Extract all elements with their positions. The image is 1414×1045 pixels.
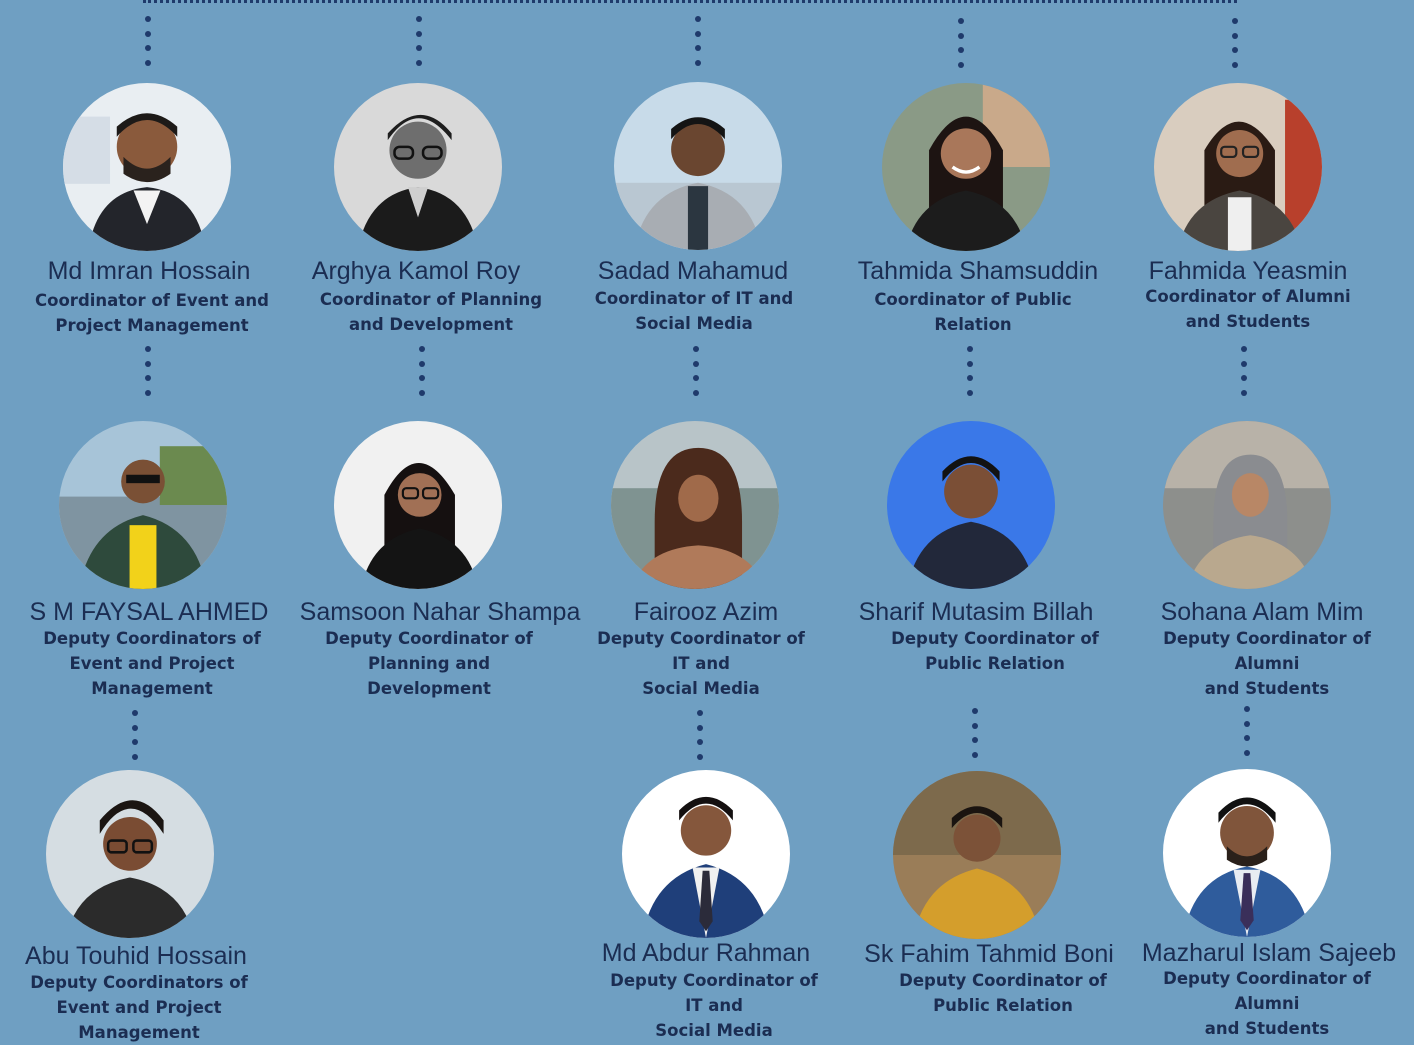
- member-name: Sk Fahim Tahmid Boni: [864, 940, 1114, 968]
- member-role: Coordinator of IT and Social Media: [594, 289, 794, 333]
- member-role: Deputy Coordinator of Alumni and Student…: [1163, 969, 1371, 1038]
- member-name: Sadad Mahamud: [597, 257, 789, 285]
- member-role: Deputy Coordinator of Public Relation: [899, 971, 1107, 1015]
- member-role: Deputy Coordinators of Event and Project…: [43, 629, 261, 698]
- member-photo: [614, 82, 782, 250]
- member-role: Deputy Coordinator of IT and Social Medi…: [610, 971, 818, 1040]
- connector-dots: [696, 710, 704, 760]
- member-role: Coordinator of Planning and Development: [319, 290, 543, 334]
- member-photo: [334, 83, 502, 251]
- member-role: Deputy Coordinator of Planning and Devel…: [325, 629, 533, 698]
- connector-dots: [131, 710, 139, 760]
- connector-dots: [418, 346, 426, 396]
- member-name: Abu Touhid Hossain: [25, 942, 247, 970]
- member-photo: [893, 771, 1061, 939]
- connector-dots: [144, 16, 152, 66]
- connector-dots: [415, 16, 423, 66]
- member-photo: [611, 421, 779, 589]
- connector-dots: [1240, 346, 1248, 396]
- member-photo: [887, 421, 1055, 589]
- member-name: Fairooz Azim: [633, 598, 779, 626]
- member-role: Deputy Coordinator of Public Relation: [891, 629, 1099, 673]
- member-name: Md Abdur Rahman: [601, 939, 811, 967]
- connector-dots: [957, 18, 965, 68]
- member-name: S M FAYSAL AHMED: [29, 598, 269, 626]
- member-role: Coordinator of Alumni and Students: [1145, 287, 1351, 331]
- member-name: Sharif Mutasim Billah: [858, 598, 1094, 626]
- member-role: Coordinator of Event and Project Managem…: [35, 291, 269, 335]
- connector-dots: [966, 346, 974, 396]
- connector-dots: [694, 16, 702, 66]
- member-photo: [63, 83, 231, 251]
- member-photo: [46, 770, 214, 938]
- member-photo: [1154, 83, 1322, 251]
- connector-dots: [971, 708, 979, 758]
- member-name: Tahmida Shamsuddin: [857, 257, 1099, 285]
- member-photo: [1163, 769, 1331, 937]
- member-role: Deputy Coordinators of Event and Project…: [30, 973, 248, 1042]
- member-name: Samsoon Nahar Shampa: [299, 598, 581, 626]
- member-role: Deputy Coordinator of IT and Social Medi…: [597, 629, 805, 698]
- connector-dots: [144, 346, 152, 396]
- member-name: Mazharul Islam Sajeeb: [1141, 939, 1397, 967]
- top-connector-line: [143, 0, 1237, 3]
- member-photo: [622, 770, 790, 938]
- member-role: Coordinator of Public Relation: [874, 290, 1072, 334]
- connector-dots: [1243, 706, 1251, 756]
- connector-dots: [1231, 18, 1239, 68]
- member-photo: [882, 83, 1050, 251]
- member-name: Md Imran Hossain: [47, 257, 251, 285]
- member-photo: [59, 421, 227, 589]
- member-role: Deputy Coordinator of Alumni and Student…: [1163, 629, 1371, 698]
- member-name: Arghya Kamol Roy: [311, 257, 521, 285]
- member-name: Sohana Alam Mim: [1160, 598, 1364, 626]
- member-photo: [334, 421, 502, 589]
- connector-dots: [692, 346, 700, 396]
- member-photo: [1163, 421, 1331, 589]
- member-name: Fahmida Yeasmin: [1148, 257, 1348, 285]
